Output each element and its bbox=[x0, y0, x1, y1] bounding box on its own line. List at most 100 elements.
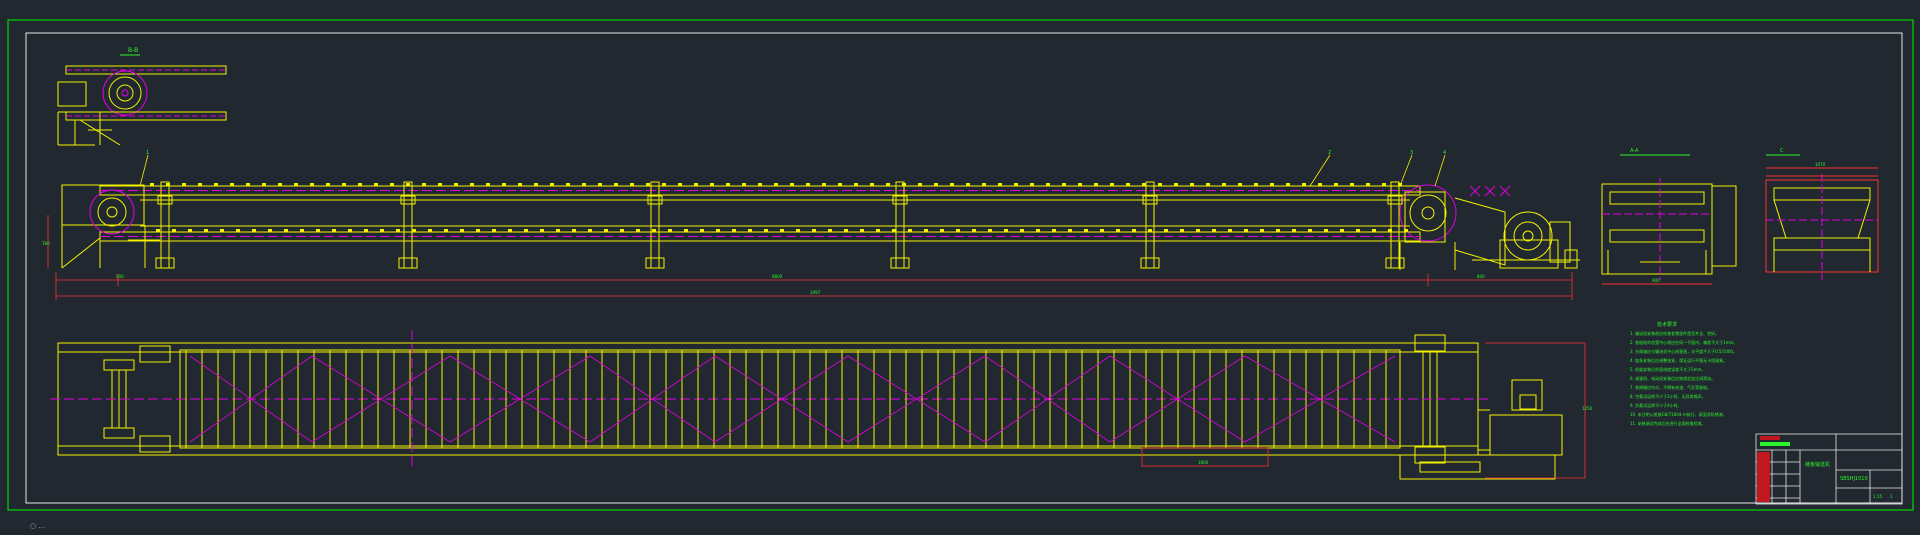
end-view-c: C bbox=[1765, 148, 1879, 280]
chain-link bbox=[486, 183, 490, 186]
chain-link bbox=[908, 229, 912, 232]
note-item-9: 9. 负载试运转不少于4小时。 bbox=[1630, 402, 1682, 408]
support-bracket bbox=[1387, 195, 1403, 205]
chain-link bbox=[540, 229, 544, 232]
chain-link bbox=[892, 229, 896, 232]
support-bracket bbox=[157, 195, 173, 205]
chain-link bbox=[742, 183, 746, 186]
technical-notes: 技术要求 1. 输送机安装前应检查各零部件是否齐全、完好。 2. 各链轮的齿宽中… bbox=[1630, 321, 1737, 426]
chain-link bbox=[854, 183, 858, 186]
chain-link bbox=[316, 229, 320, 232]
chain-link bbox=[1142, 183, 1146, 186]
callout-3: 3 bbox=[1410, 150, 1413, 156]
chain-link bbox=[358, 183, 362, 186]
chain-link bbox=[684, 229, 688, 232]
chain-link bbox=[374, 183, 378, 186]
chain-link bbox=[662, 183, 666, 186]
chain-link bbox=[278, 183, 282, 186]
support-foot bbox=[155, 257, 175, 269]
title-scale: 1:15 bbox=[1873, 494, 1882, 499]
chain-link bbox=[924, 229, 928, 232]
chain-link bbox=[876, 229, 880, 232]
chain-link bbox=[428, 229, 432, 232]
brace bbox=[311, 355, 451, 443]
chain-link bbox=[1094, 183, 1098, 186]
chain-link bbox=[806, 183, 810, 186]
chain-link bbox=[230, 183, 234, 186]
chain-link bbox=[940, 229, 944, 232]
brace bbox=[589, 355, 716, 443]
chain-link bbox=[1062, 183, 1066, 186]
chain-link bbox=[1126, 183, 1130, 186]
note-item-6: 6. 减速机、电动机安装后应按规定加注润滑油。 bbox=[1630, 375, 1715, 381]
support-bracket bbox=[647, 195, 663, 205]
chain-link bbox=[972, 229, 976, 232]
brace bbox=[1109, 355, 1246, 443]
chain-links-top bbox=[150, 183, 1408, 232]
chain-link bbox=[332, 229, 336, 232]
chain-link bbox=[1046, 183, 1050, 186]
chain-link bbox=[364, 229, 368, 232]
chain-link bbox=[1222, 183, 1226, 186]
chain-link bbox=[982, 183, 986, 186]
chain-link bbox=[966, 183, 970, 186]
chain-link bbox=[1382, 183, 1386, 186]
chain-link bbox=[1372, 229, 1376, 232]
brace bbox=[189, 355, 313, 443]
chain-link bbox=[902, 183, 906, 186]
chain-link bbox=[1116, 229, 1120, 232]
chain-link bbox=[1260, 229, 1264, 232]
plan-dimensions bbox=[1141, 342, 1586, 479]
chain-link bbox=[492, 229, 496, 232]
note-item-4: 4. 链条安装后应调整张紧，保证运行平稳无卡阻现象。 bbox=[1630, 357, 1727, 363]
chain-link bbox=[1318, 183, 1322, 186]
dim-end-width: 1070 bbox=[1815, 162, 1826, 167]
chain-link bbox=[1356, 229, 1360, 232]
chain-link bbox=[1244, 229, 1248, 232]
note-item-11: 11. 安装调试完成后应进行全面检查验收。 bbox=[1630, 420, 1706, 426]
chain-link bbox=[572, 229, 576, 232]
chain-link bbox=[550, 183, 554, 186]
chain-link bbox=[284, 229, 288, 232]
side-view-supports bbox=[155, 181, 1405, 269]
chain-link bbox=[822, 183, 826, 186]
chain-link bbox=[1350, 183, 1354, 186]
chain-link bbox=[454, 183, 458, 186]
chain-link bbox=[748, 229, 752, 232]
chain-link bbox=[774, 183, 778, 186]
chain-link bbox=[1148, 229, 1152, 232]
dim-span-main: 9800 bbox=[772, 274, 783, 279]
chain-link bbox=[172, 229, 176, 232]
chain-link bbox=[1270, 183, 1274, 186]
chain-link bbox=[262, 183, 266, 186]
chain-link bbox=[326, 183, 330, 186]
chain-link bbox=[1302, 183, 1306, 186]
dim-left-offset: 200 bbox=[116, 274, 124, 279]
chain-link bbox=[1190, 183, 1194, 186]
chain-link bbox=[348, 229, 352, 232]
chain-link bbox=[342, 183, 346, 186]
chain-link bbox=[188, 229, 192, 232]
chain-link bbox=[412, 229, 416, 232]
chain-link bbox=[614, 183, 618, 186]
note-item-2: 2. 各链轮的齿宽中心线应在同一平面内，偏差不大于1mm。 bbox=[1630, 339, 1737, 345]
chain-link bbox=[396, 229, 400, 232]
detail-view-bb: B-B bbox=[57, 47, 227, 146]
chain-link bbox=[844, 229, 848, 232]
chain-link bbox=[1398, 183, 1402, 186]
chain-link bbox=[444, 229, 448, 232]
chain-link bbox=[700, 229, 704, 232]
support-foot bbox=[1140, 257, 1160, 269]
brace bbox=[714, 355, 849, 443]
chain-link bbox=[476, 229, 480, 232]
chain-link bbox=[1132, 229, 1136, 232]
chain-link bbox=[860, 229, 864, 232]
chain-link bbox=[150, 183, 154, 186]
side-dimensions bbox=[47, 215, 1573, 300]
support-bracket bbox=[892, 195, 908, 205]
note-item-3: 3. 头尾轴应与输送机中心线垂直，水平度不大于0.5/1000。 bbox=[1630, 348, 1737, 354]
chain-link bbox=[758, 183, 762, 186]
chain-link bbox=[870, 183, 874, 186]
plan-view-braces bbox=[189, 355, 1396, 443]
